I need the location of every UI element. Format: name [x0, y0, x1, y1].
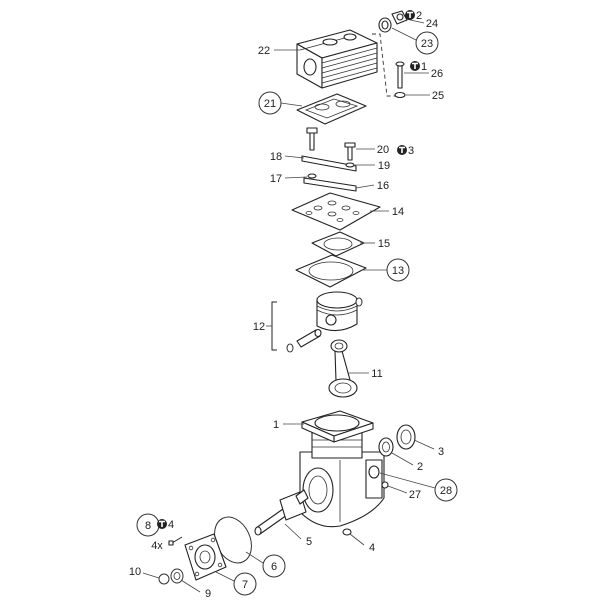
fitting-part	[391, 10, 408, 25]
circlip-part-left	[286, 343, 294, 353]
leader-line-27	[387, 485, 408, 494]
torque-wrench-icon	[405, 10, 415, 20]
washer-part-17	[307, 173, 317, 179]
leader-line-2	[391, 452, 414, 466]
torque-wrench-icon	[410, 61, 420, 71]
strap-part-18	[301, 155, 357, 172]
piston-pin-part	[296, 328, 322, 348]
plug-part-27	[381, 481, 389, 489]
callout-5: 5	[306, 536, 312, 548]
valve-gasket-part	[311, 231, 365, 257]
bearing-part	[378, 437, 394, 457]
callout-18: 18	[270, 151, 282, 163]
leader-line-9	[180, 579, 201, 593]
crankcase-part	[299, 410, 385, 528]
callout-3: 3	[438, 446, 444, 458]
leader-line-5	[284, 523, 302, 540]
bolt-part-18	[306, 127, 318, 151]
callout-28: 28	[440, 485, 452, 497]
callout-circle-28	[434, 478, 458, 502]
callout-9: 9	[205, 588, 211, 600]
callout-24: 24	[426, 18, 438, 30]
callout-26: 26	[431, 68, 443, 80]
callout-22: 22	[258, 45, 270, 57]
strap-part-16	[303, 177, 357, 192]
sealing-ring-part	[378, 17, 392, 33]
callout-circle-21	[258, 91, 282, 115]
nut-part-19	[345, 162, 355, 168]
torque-wrench-icon	[157, 519, 167, 529]
assembly-dashed-line	[372, 33, 395, 97]
key-part	[342, 528, 352, 536]
callout-6: 6	[271, 561, 277, 573]
callout-8: 8	[145, 520, 151, 532]
valve-plate-part	[291, 192, 381, 231]
callout-2: 2	[417, 461, 423, 473]
leader-line-3	[413, 439, 435, 450]
callout-17: 17	[270, 173, 282, 185]
callout-circle-23	[415, 31, 439, 55]
leader-line-4	[349, 533, 365, 546]
plug-part-28	[368, 465, 380, 479]
leader-line-7	[215, 571, 235, 582]
head-gasket-part	[296, 93, 367, 125]
torque-number-2: 2	[416, 10, 422, 22]
leader-line-21	[280, 102, 303, 107]
callout-12: 12	[253, 321, 265, 333]
callout-21: 21	[264, 98, 276, 110]
bolt-part-26	[395, 61, 405, 89]
screw-part-8	[168, 536, 183, 546]
washer-part-25	[394, 91, 406, 99]
circlip-part-right	[355, 297, 363, 307]
callout-circle-7	[233, 572, 257, 596]
callout-1: 1	[273, 419, 279, 431]
leader-line-6	[245, 551, 264, 564]
callout-circles	[136, 31, 458, 596]
callout-20: 20	[377, 144, 389, 156]
leader-line-28	[379, 472, 436, 489]
callout-15: 15	[378, 238, 390, 250]
callout-4: 4	[369, 542, 375, 554]
leader-line-16	[355, 184, 375, 189]
callout-25: 25	[432, 90, 444, 102]
callout-circle-13	[386, 258, 410, 282]
leader-line-23	[391, 27, 417, 41]
piston-part	[316, 291, 358, 332]
callout-19: 19	[378, 160, 390, 172]
torque-number-3: 3	[408, 145, 414, 157]
torque-number-1: 1	[421, 61, 427, 73]
cylinder-gasket-part	[295, 254, 367, 288]
crankshaft-part	[254, 489, 309, 536]
ring-part-10	[158, 573, 170, 585]
callout-10: 10	[129, 566, 141, 578]
callout-23: 23	[421, 38, 433, 50]
callout-14: 14	[392, 206, 404, 218]
bolt-part-20	[344, 142, 356, 161]
leader-line-18	[284, 155, 305, 159]
leader-line-17	[284, 176, 308, 179]
shaft-seal-part	[396, 424, 416, 450]
callout-27: 27	[409, 489, 421, 501]
cylinder-head-part	[296, 29, 378, 89]
bearing-cover-part	[184, 533, 227, 581]
callout-11: 11	[371, 368, 382, 380]
callout-circle-6	[262, 554, 286, 578]
leader-line-10	[142, 572, 160, 579]
connecting-rod-part	[328, 339, 358, 398]
callout-16: 16	[377, 180, 389, 192]
seal-part-9	[170, 568, 184, 584]
torque-number-4: 4	[168, 519, 174, 531]
callout-7: 7	[242, 579, 248, 591]
piston-group-bracket	[271, 301, 277, 351]
callout-13: 13	[392, 265, 404, 277]
quantity-note: 4x	[151, 540, 163, 552]
torque-wrench-icon	[397, 145, 407, 155]
